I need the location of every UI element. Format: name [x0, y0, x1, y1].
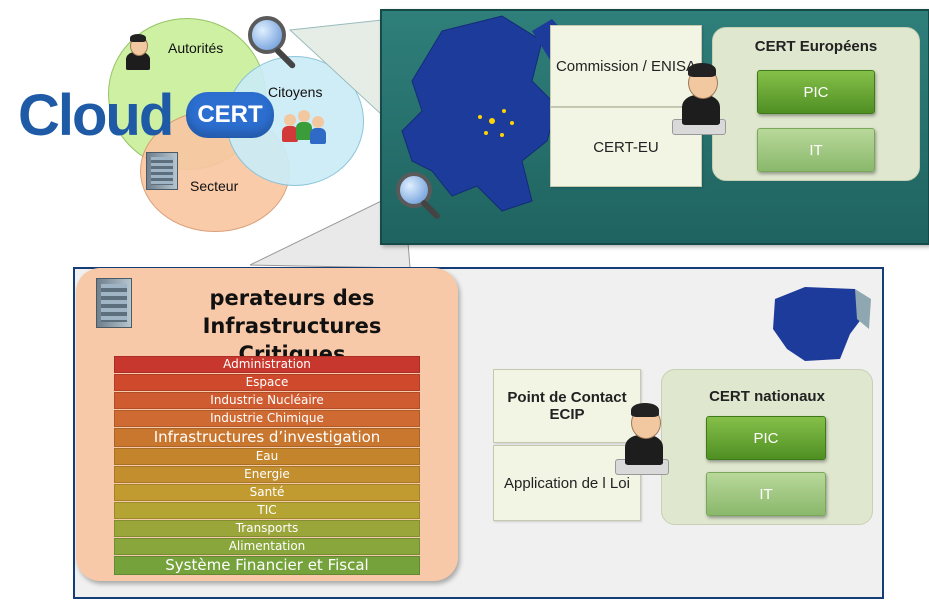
eu-operator-person-icon: [672, 61, 726, 141]
nat-box-law-label: Application de l Loi: [504, 474, 630, 492]
sector-item: Infrastructures d’investigation: [114, 428, 420, 447]
eu-pic-button[interactable]: PIC: [757, 70, 875, 114]
eu-cert-group: CERT Européens PIC IT: [712, 27, 920, 181]
nat-operator-person-icon: [615, 401, 669, 481]
nat-box-ecip-label: Point de Contact ECIP: [507, 389, 627, 423]
sector-item: Transports: [114, 520, 420, 537]
iberia-map: [773, 287, 871, 361]
venn-label-secteur: Secteur: [190, 178, 239, 194]
eu-panel: Commission / ENISA CERT-EU CERT Européen…: [380, 9, 929, 245]
official-person-icon: [120, 34, 156, 70]
sector-item: Industrie Chimique: [114, 410, 420, 427]
sector-item: Industrie Nucléaire: [114, 392, 420, 409]
venn-label-autorites: Autorités: [168, 40, 224, 56]
logo-word: Cloud: [18, 83, 174, 148]
oic-building-icon: [96, 278, 132, 328]
nat-cert-group: CERT nationaux PIC IT: [661, 369, 873, 525]
sector-item: Santé: [114, 484, 420, 501]
nat-pic-button[interactable]: PIC: [706, 416, 826, 460]
nat-cert-group-title: CERT nationaux: [709, 388, 825, 405]
sector-item: Espace: [114, 374, 420, 391]
sector-item: Alimentation: [114, 538, 420, 555]
sector-item: Système Financier et Fiscal: [114, 556, 420, 575]
nat-box-law: Application de l Loi: [493, 445, 641, 521]
eu-box-cert-eu-label: CERT-EU: [593, 138, 659, 156]
nat-it-button[interactable]: IT: [706, 472, 826, 516]
eu-cert-group-title: CERT Européens: [754, 38, 878, 55]
critical-infrastructure-card: perateurs des Infrastructures Critiques …: [76, 268, 458, 581]
oic-title-line1: perateurs des Infrastructures: [202, 286, 382, 338]
logo-badge: CERT: [186, 92, 274, 138]
sector-item: TIC: [114, 502, 420, 519]
sector-item: Administration: [114, 356, 420, 373]
oic-title: perateurs des Infrastructures Critiques: [76, 284, 458, 368]
eu-box-commission-label: Commission / ENISA: [555, 57, 697, 75]
eu-it-button[interactable]: IT: [757, 128, 875, 172]
citizens-group-icon: [282, 110, 326, 146]
nat-box-ecip: Point de Contact ECIP: [493, 369, 641, 443]
venn-label-citoyens: Citoyens: [268, 84, 323, 100]
sector-item: Eau: [114, 448, 420, 465]
sector-item: Energie: [114, 466, 420, 483]
building-icon: [146, 152, 178, 190]
